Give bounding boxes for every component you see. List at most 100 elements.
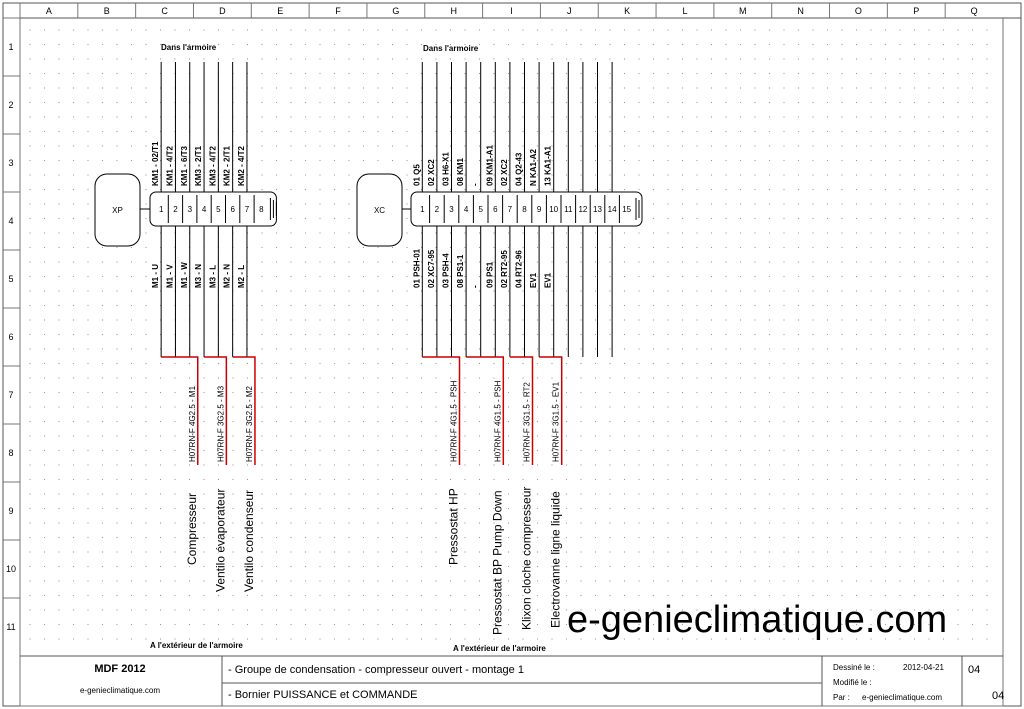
terminal-number: 6 (230, 205, 235, 214)
cable-reference: H07RN-F 3G1.5 - RT2 (523, 382, 532, 462)
wire-label-bottom: 01 PSH-01 (412, 248, 421, 288)
wire-label-top: KM3 - 4/T2 (208, 145, 217, 186)
device-label: XC (374, 206, 385, 215)
load-name: Ventilo évaporateur (213, 489, 227, 592)
dot-grid (29, 29, 988, 640)
terminal-number: 3 (449, 205, 454, 214)
header-right-bottom: A l'extérieur de l'armoire (453, 644, 546, 653)
device-box (356, 173, 403, 247)
wire-label-bottom: M3 - L (208, 265, 217, 288)
row-label: 11 (6, 622, 15, 632)
wire-label-top: KM2 - 2/T1 (223, 145, 232, 186)
terminal-number: 8 (259, 205, 264, 214)
row-label: 5 (8, 274, 13, 284)
column-label: N (797, 6, 804, 16)
cable-reference: H07RN-F 4G1.5 - PSH (493, 380, 502, 462)
cable (204, 356, 228, 465)
wire-label-bottom: M1 - U (151, 264, 160, 288)
device-label: XP (112, 206, 123, 215)
terminal-number: 8 (522, 205, 527, 214)
wire-label-bottom: M3 - N (194, 264, 203, 288)
column-label: M (739, 6, 747, 16)
row-label: 7 (8, 390, 13, 400)
title-line-2: - Bornier PUISSANCE et COMMANDE (228, 689, 417, 701)
modified-label: Modifié le : (833, 678, 872, 687)
cable-reference: H07RN-F 3G2.5 - M3 (216, 385, 225, 462)
wire-label-bottom: M1 - V (165, 264, 174, 288)
header-left-top: Dans l'armoire (161, 43, 217, 52)
terminal-number: 11 (564, 205, 573, 214)
load-name: Ventilo condenseur (242, 490, 256, 592)
wire-label-bottom: M2 - L (237, 265, 246, 288)
project-name: MDF 2012 (94, 663, 145, 675)
wire-label-top: - (471, 183, 480, 186)
cable (466, 356, 505, 465)
wire-label-top: 02 XC2 (427, 159, 436, 186)
terminal-number: 15 (622, 205, 631, 214)
terminal-number: 12 (578, 205, 587, 214)
wire-label-top: 02 XC2 (500, 159, 509, 186)
column-label: F (335, 6, 341, 16)
wire-label-bottom: M2 - N (223, 264, 232, 288)
terminal-number: 5 (478, 205, 483, 214)
load-name: Compresseur (185, 493, 199, 565)
cable-reference: H07RN-F 3G2.5 - M2 (245, 385, 254, 462)
wire-label-bottom: 04 RT2-96 (515, 250, 524, 288)
wire-label-bottom: 02 RT2-95 (500, 250, 509, 288)
terminal-number: 3 (188, 205, 193, 214)
cable (539, 356, 563, 465)
wire-label-top: KM3 - 2/T1 (194, 145, 203, 186)
cable-reference: H07RN-F 4G2.5 - M1 (188, 385, 197, 462)
header-left-bottom: A l'extérieur de l'armoire (150, 641, 243, 650)
drawn-label: Dessiné le : (833, 663, 875, 672)
terminal-number: 10 (549, 205, 558, 214)
cable-reference: H07RN-F 3G1.5 - EV1 (552, 381, 561, 462)
cable (232, 356, 256, 465)
column-label: B (104, 6, 110, 16)
column-label: E (277, 6, 283, 16)
column-label: P (913, 6, 919, 16)
wire-label-bottom: 09 PS1 (485, 261, 494, 288)
load-name: Klixon cloche compresseur (520, 487, 534, 630)
load-name: Pressostat HP (447, 488, 461, 565)
row-label: 3 (8, 158, 13, 168)
terminal-number: 1 (159, 205, 164, 214)
wire-label-top: KM1 - 4/T2 (165, 145, 174, 186)
device-box (94, 173, 141, 247)
terminal-number: 2 (173, 205, 178, 214)
wire-label-top: 09 KM1-A1 (485, 145, 494, 186)
terminal-number: 7 (245, 205, 250, 214)
column-label: K (624, 6, 630, 16)
wire-label-bottom: 03 PSH-4 (442, 253, 451, 288)
wire-label-top: KM1 - 6/T3 (180, 145, 189, 186)
by-value: e-genieclimatique.com (862, 693, 942, 702)
wire-label-top: 04 Q2-43 (515, 152, 524, 186)
cable-reference: H07RN-F 4G1.5 - PSH (450, 380, 459, 462)
terminal-number: 4 (202, 205, 207, 214)
terminal-number: 5 (216, 205, 221, 214)
wire-label-bottom: M1 - W (180, 262, 189, 288)
terminal-number: 14 (608, 205, 617, 214)
column-label: C (161, 6, 168, 16)
column-label: I (510, 6, 513, 16)
wire-label-top: N KA1-A2 (529, 149, 538, 186)
column-label: Q (971, 6, 978, 16)
load-name: Electrovanne ligne liquide (549, 491, 563, 628)
column-label: L (682, 6, 687, 16)
title-block: MDF 2012 e-genieclimatique.com - Groupe … (20, 655, 1004, 706)
terminal-number: 4 (464, 205, 469, 214)
wire-label-top: KM1 - 02/T1 (151, 141, 160, 186)
column-label: O (855, 6, 862, 16)
watermark: e-genieclimatique.com (567, 599, 947, 641)
column-label: J (567, 6, 572, 16)
wire-label-top: 08 KM1 (456, 157, 465, 186)
row-label: 9 (8, 506, 13, 516)
row-label: 1 (8, 42, 13, 52)
wire-label-bottom: EV1 (544, 272, 553, 288)
row-label: 2 (8, 100, 13, 110)
wire-label-top: 13 KA1-A1 (544, 145, 553, 186)
